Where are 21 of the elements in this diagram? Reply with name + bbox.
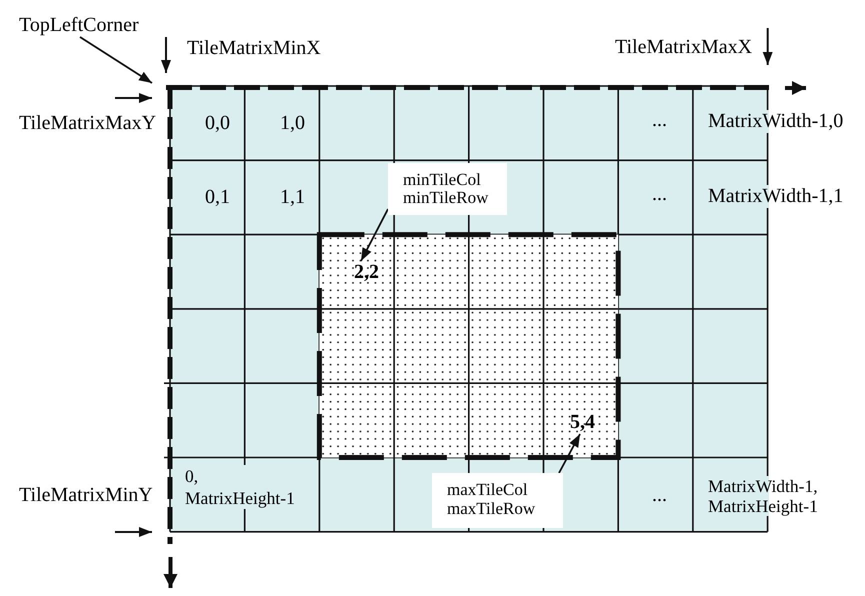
tile-index: 2,2 (354, 261, 379, 284)
tile-index: 0,1 (205, 186, 230, 209)
leader-arrow (558, 434, 581, 474)
extent-label: TileMatrixMaxY (19, 112, 156, 135)
leader-arrow (80, 36, 152, 84)
tile-index: 5,4 (570, 411, 595, 434)
ellipsis: ... (652, 183, 667, 206)
tile-index: MatrixWidth-1,1 (708, 185, 844, 208)
tile-index: MatrixWidth-1,0 (708, 110, 844, 133)
leader-arrow (360, 208, 389, 262)
extent-label: TileMatrixMinY (19, 484, 153, 507)
extent-label: TileMatrixMinX (187, 37, 321, 60)
ellipsis: ... (652, 109, 667, 132)
tile-index: 1,0 (280, 112, 305, 135)
extent-label: TileMatrixMaxX (615, 36, 752, 59)
tile-index: 1,1 (280, 186, 305, 209)
tile-index: 0,0 (205, 112, 230, 135)
callout-note: maxTileCol maxTileRow (432, 473, 563, 528)
ellipsis: ... (652, 484, 667, 507)
corner-label: TopLeftCorner (19, 14, 139, 37)
callout-note: minTileCol minTileRow (388, 163, 507, 215)
